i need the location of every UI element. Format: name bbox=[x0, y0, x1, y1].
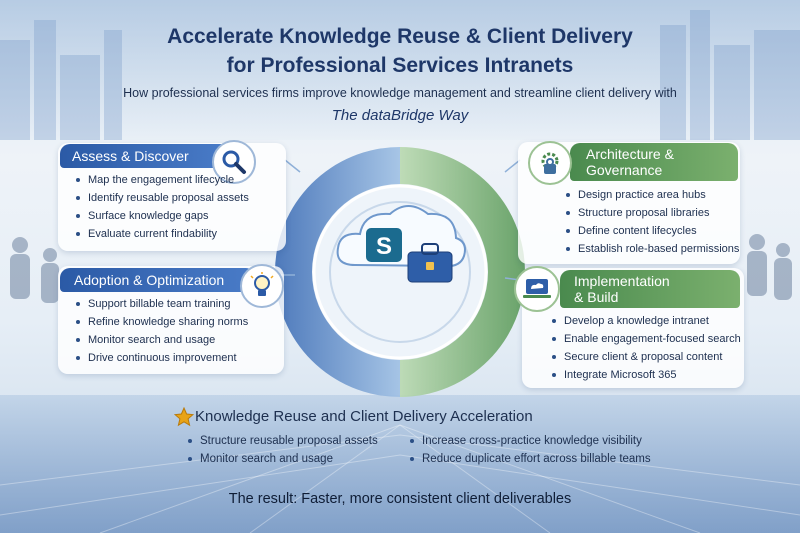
result-statement: The result: Faster, more consistent clie… bbox=[228, 491, 572, 507]
people-silhouettes-right bbox=[735, 150, 800, 400]
list-item: Evaluate current findability bbox=[76, 225, 249, 243]
list-item: Integrate Microsoft 365 bbox=[552, 366, 741, 384]
people-silhouettes-left bbox=[0, 150, 70, 400]
list-item: Enable engagement-focused search bbox=[552, 330, 741, 348]
architecture-governance-header: Architecture & Governance bbox=[570, 143, 738, 181]
list-item: Increase cross-practice knowledge visibi… bbox=[410, 432, 651, 450]
brand-tagline: The dataBridge Way bbox=[331, 107, 469, 124]
list-item: Surface knowledge gaps bbox=[76, 207, 249, 225]
lightbulb-icon bbox=[240, 264, 284, 308]
implementation-build-header: Implementation & Build bbox=[560, 270, 740, 308]
subtitle: How professional services firms improve … bbox=[123, 86, 677, 100]
cycle-ring-left bbox=[275, 147, 400, 397]
list-item: Monitor search and usage bbox=[188, 450, 378, 468]
adoption-optimization-list: Support billable team training Refine kn… bbox=[76, 295, 248, 367]
assess-discover-title: Assess & Discover bbox=[72, 148, 189, 164]
list-item: Structure reusable proposal assets bbox=[188, 432, 378, 450]
list-item: Drive continuous improvement bbox=[76, 349, 248, 367]
magnifier-icon bbox=[212, 140, 256, 184]
acceleration-right-list: Increase cross-practice knowledge visibi… bbox=[410, 432, 651, 468]
title-line-1: Accelerate Knowledge Reuse & Client Deli… bbox=[167, 25, 633, 48]
acceleration-left-list: Structure reusable proposal assets Monit… bbox=[188, 432, 378, 468]
list-item: Monitor search and usage bbox=[76, 331, 248, 349]
list-item: Establish role-based permissions bbox=[566, 240, 739, 258]
list-item: Define content lifecycles bbox=[566, 222, 739, 240]
list-item: Develop a knowledge intranet bbox=[552, 312, 741, 330]
office-floor-background bbox=[0, 395, 800, 533]
adoption-optimization-header: Adoption & Optimization bbox=[60, 268, 256, 292]
page-title: Accelerate Knowledge Reuse & Client Deli… bbox=[0, 22, 800, 80]
list-item: Structure proposal libraries bbox=[566, 204, 739, 222]
acceleration-title: Knowledge Reuse and Client Delivery Acce… bbox=[195, 408, 533, 425]
implementation-title-line-2: & Build bbox=[574, 289, 619, 305]
assess-discover-list: Map the engagement lifecycle Identify re… bbox=[76, 171, 249, 243]
list-item: Map the engagement lifecycle bbox=[76, 171, 249, 189]
title-line-2: for Professional Services Intranets bbox=[226, 54, 574, 77]
star-icon bbox=[173, 406, 195, 432]
adoption-optimization-title: Adoption & Optimization bbox=[74, 272, 225, 288]
cycle-ring-right bbox=[400, 147, 525, 397]
list-item: Secure client & proposal content bbox=[552, 348, 741, 366]
implementation-title-line-1: Implementation bbox=[574, 273, 670, 289]
architecture-title-line-1: Architecture & bbox=[586, 146, 674, 162]
implementation-build-list: Develop a knowledge intranet Enable enga… bbox=[552, 312, 741, 384]
architecture-title-line-2: Governance bbox=[586, 162, 663, 178]
list-item: Reduce duplicate effort across billable … bbox=[410, 450, 651, 468]
city-skyline-background bbox=[0, 0, 800, 140]
list-item: Support billable team training bbox=[76, 295, 248, 313]
sharepoint-cloud-icon: S bbox=[330, 190, 470, 290]
laptop-cloud-icon bbox=[514, 266, 560, 312]
list-item: Identify reusable proposal assets bbox=[76, 189, 249, 207]
list-item: Design practice area hubs bbox=[566, 186, 739, 204]
architecture-governance-list: Design practice area hubs Structure prop… bbox=[566, 186, 739, 258]
assess-discover-header: Assess & Discover bbox=[60, 144, 230, 168]
list-item: Refine knowledge sharing norms bbox=[76, 313, 248, 331]
cycle-inner-ring bbox=[329, 201, 471, 343]
sharepoint-letter: S bbox=[376, 233, 392, 260]
gear-lock-icon bbox=[528, 141, 572, 185]
